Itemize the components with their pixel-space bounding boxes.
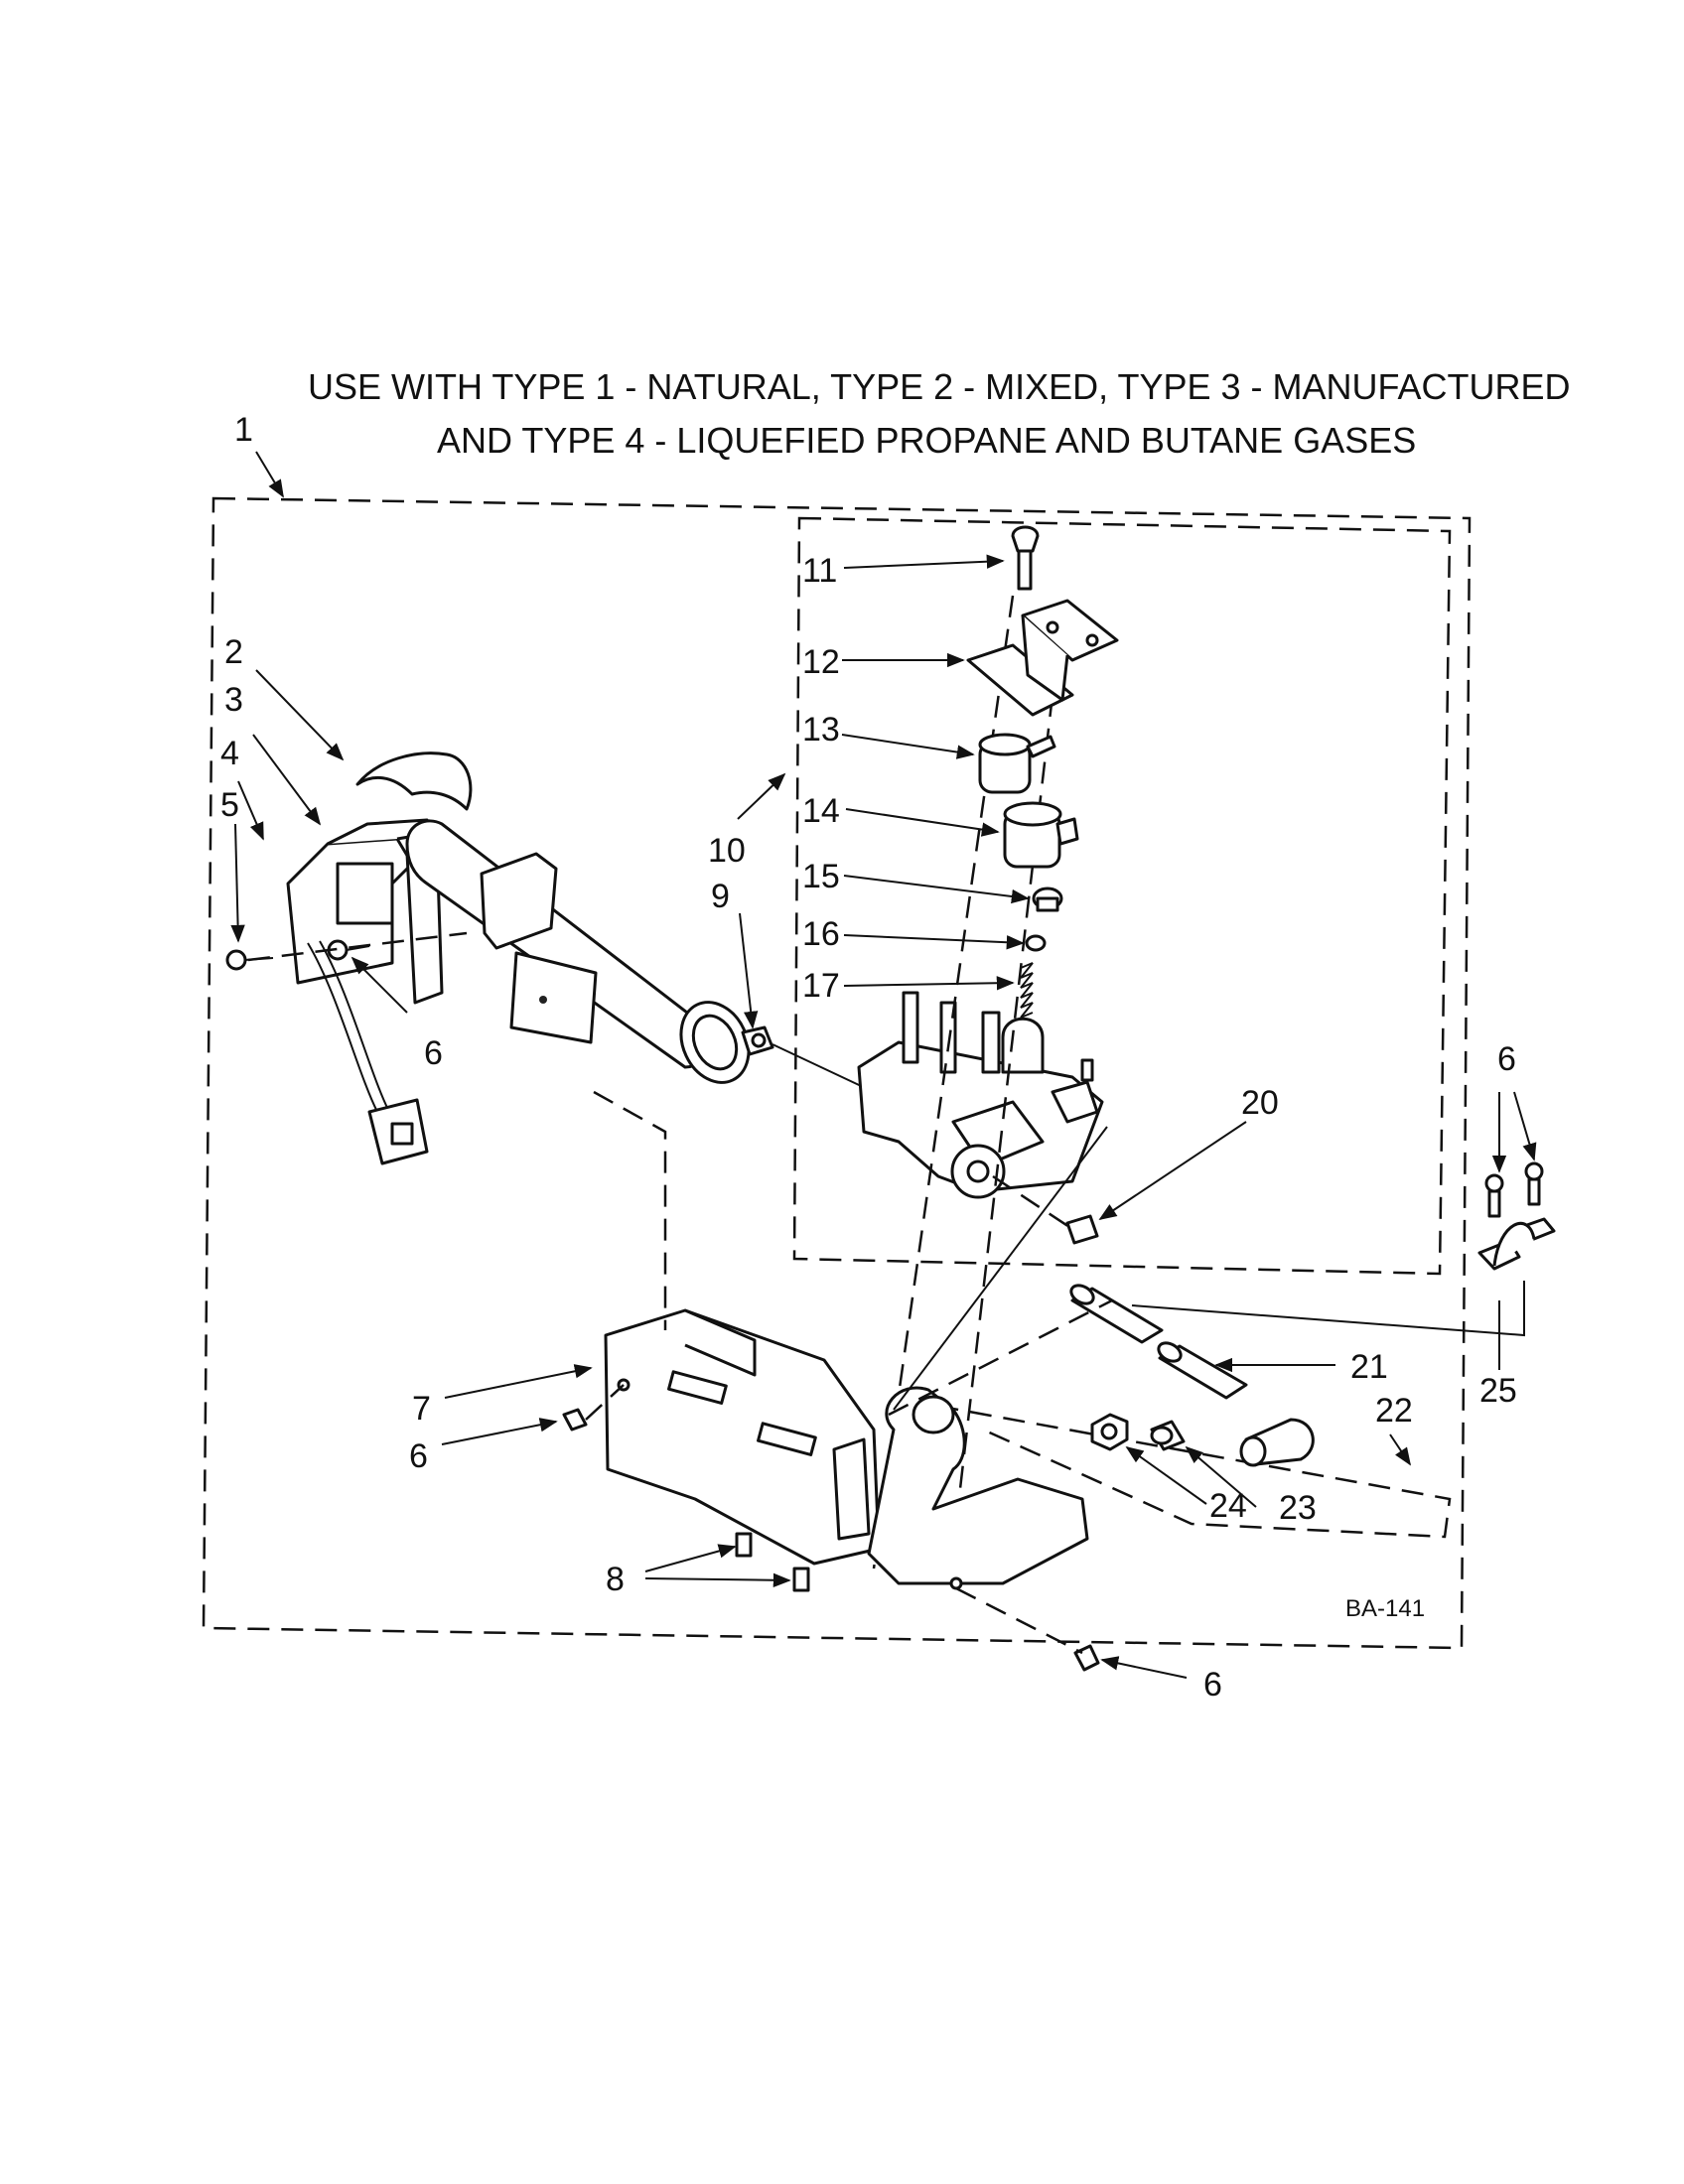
callout-8: 8 xyxy=(606,1561,625,1598)
callout-20: 20 xyxy=(1241,1084,1279,1122)
fitting-9 xyxy=(741,1025,774,1056)
screw-6-bracket xyxy=(562,1408,588,1432)
screw-6-bottom xyxy=(1073,1644,1100,1672)
callout-4: 4 xyxy=(220,735,239,772)
nut-24 xyxy=(1090,1413,1129,1451)
mounting-bracket-7 xyxy=(604,1308,1089,1590)
callout-7: 7 xyxy=(412,1390,431,1428)
bracket-centerline-2 xyxy=(888,1298,1113,1417)
spring-17 xyxy=(1020,962,1034,1019)
callout-25: 25 xyxy=(1479,1372,1517,1410)
callout-6-right: 6 xyxy=(1497,1040,1516,1078)
clamp-25 xyxy=(1477,1217,1556,1271)
screw-6-bottom-axis xyxy=(955,1586,1083,1655)
outer-assembly-boundary xyxy=(202,496,1472,1650)
clamp-25-leader-box xyxy=(1131,1281,1525,1337)
callout-16: 16 xyxy=(802,915,840,953)
fitting-9-axis xyxy=(772,1043,875,1093)
orifice-hood-22 xyxy=(1239,1418,1315,1467)
callout-6-left: 6 xyxy=(424,1034,443,1072)
screw-6-bracket-axis xyxy=(585,1384,625,1421)
coil-13 xyxy=(978,733,1056,794)
plunger-16 xyxy=(1025,934,1047,952)
leader-lines xyxy=(230,451,1537,1679)
callout-2: 2 xyxy=(224,633,243,671)
orifice-23 xyxy=(1150,1420,1186,1451)
pipe-21 xyxy=(1069,1284,1248,1400)
nut-15 xyxy=(1032,887,1063,912)
screw-8-right xyxy=(792,1567,810,1592)
valve-assembly-boundary xyxy=(792,516,1452,1276)
callout-11: 11 xyxy=(802,552,837,590)
bracket-to-valve-line xyxy=(893,1126,1108,1411)
screw-11 xyxy=(1011,525,1040,591)
callout-10: 10 xyxy=(708,832,746,870)
bracket-centerline-1 xyxy=(593,1090,667,1330)
callout-3: 3 xyxy=(224,681,243,719)
callout-6-bracket: 6 xyxy=(409,1437,428,1475)
screw-8-left xyxy=(735,1532,753,1558)
callout-6-bottom: 6 xyxy=(1203,1666,1222,1704)
callout-22: 22 xyxy=(1375,1392,1413,1430)
screw-6-clamp-left xyxy=(1484,1173,1504,1218)
gas-valve-body xyxy=(857,991,1104,1199)
orifice-kit-boundary xyxy=(903,1398,1452,1539)
callout-23: 23 xyxy=(1279,1489,1317,1527)
callout-13: 13 xyxy=(802,711,840,749)
callout-14: 14 xyxy=(802,792,840,830)
coil-14 xyxy=(1003,801,1079,869)
plug-20-axis xyxy=(992,1174,1073,1231)
fastener-centerline-left xyxy=(247,931,468,962)
callout-15: 15 xyxy=(802,858,840,895)
diagram-code: BA-141 xyxy=(1345,1595,1425,1622)
callout-12: 12 xyxy=(802,643,840,681)
bracket-12 xyxy=(966,599,1119,717)
plug-20 xyxy=(1065,1214,1099,1245)
callout-9: 9 xyxy=(711,878,730,915)
burner-tube xyxy=(355,751,751,1084)
callout-1: 1 xyxy=(234,411,253,449)
callout-24: 24 xyxy=(1209,1487,1247,1525)
title-line-1: USE WITH TYPE 1 - NATURAL, TYPE 2 - MIXE… xyxy=(308,366,1571,407)
callout-21: 21 xyxy=(1350,1348,1388,1386)
title-line-2: AND TYPE 4 - LIQUEFIED PROPANE AND BUTAN… xyxy=(437,420,1416,461)
screw-6-clamp-right xyxy=(1524,1161,1544,1206)
callout-17: 17 xyxy=(802,967,840,1005)
callout-5: 5 xyxy=(220,786,239,824)
